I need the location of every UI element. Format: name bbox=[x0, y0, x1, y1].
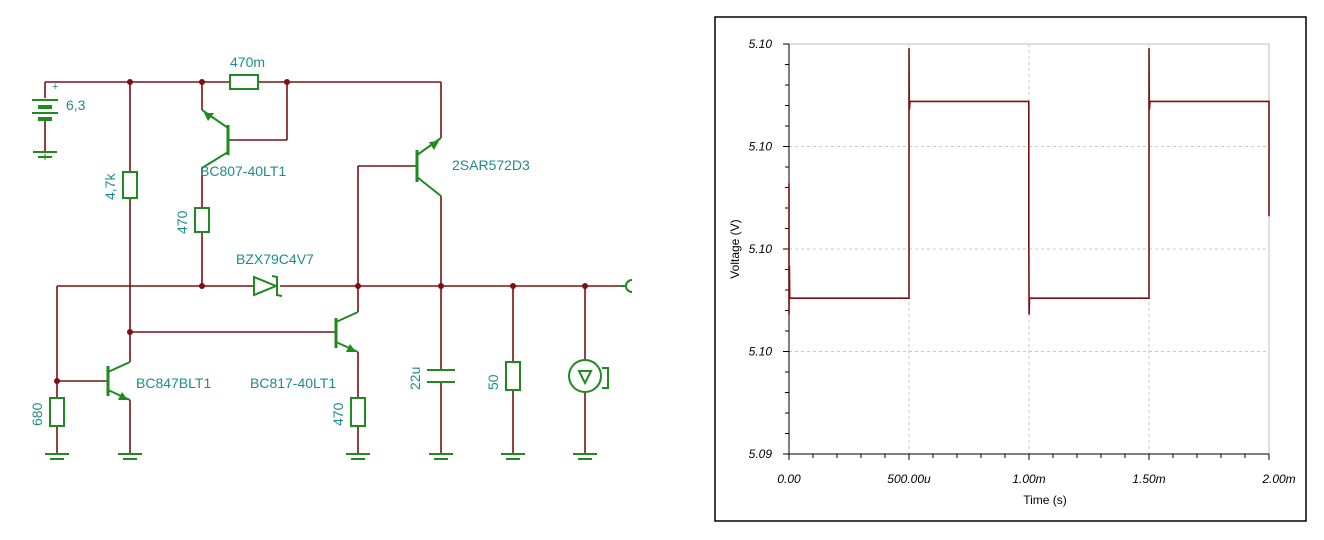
x-axis-label: Time (s) bbox=[1023, 493, 1067, 507]
resistor-4k7-label: 4,7k bbox=[102, 173, 118, 200]
chart-frame bbox=[714, 16, 1307, 522]
resistor-470-bottom-label: 470 bbox=[330, 402, 346, 426]
transistor-bc807-label: BC807-40LT1 bbox=[200, 163, 286, 179]
junction bbox=[355, 283, 361, 289]
y-tick-label: 5.09 bbox=[749, 447, 773, 461]
junction bbox=[127, 79, 133, 85]
ground-icon bbox=[346, 453, 370, 460]
ground-icon bbox=[501, 453, 525, 460]
x-tick-label: 1.50m bbox=[1132, 472, 1165, 486]
transistor-2sar572d3-label: 2SAR572D3 bbox=[452, 157, 530, 173]
transistor-bc817 bbox=[334, 311, 359, 353]
resistor-680-label: 680 bbox=[29, 402, 45, 426]
resistor-load-label: 50 bbox=[485, 374, 501, 390]
junction bbox=[199, 79, 205, 85]
resistor-sense-label: 470m bbox=[230, 54, 265, 70]
y-tick-label: 5.10 bbox=[749, 37, 773, 51]
zener-label: BZX79C4V7 bbox=[236, 251, 314, 267]
wires bbox=[44, 81, 620, 454]
resistor-680 bbox=[49, 397, 65, 427]
junctions bbox=[54, 79, 588, 384]
resistor-470-top-label: 470 bbox=[174, 210, 190, 234]
capacitor-symbol bbox=[427, 369, 455, 383]
ground-symbols bbox=[33, 151, 597, 460]
y-tick-label: 5.10 bbox=[749, 345, 773, 359]
transistor-bc847-label: BC847BLT1 bbox=[136, 375, 211, 391]
resistor-470-top bbox=[194, 207, 210, 233]
y-tick-label: 5.10 bbox=[749, 242, 773, 256]
x-tick-label: 500.00u bbox=[887, 472, 931, 486]
battery-symbol bbox=[32, 99, 58, 121]
x-tick-label: 1.00m bbox=[1012, 472, 1045, 486]
transistor-2sar572d3 bbox=[414, 137, 442, 197]
ground-icon bbox=[573, 453, 597, 460]
resistor-sense bbox=[229, 74, 259, 90]
resistor-470-bottom bbox=[350, 397, 366, 427]
battery-voltage-label: 6,3 bbox=[66, 97, 86, 113]
junction bbox=[199, 283, 205, 289]
junction bbox=[54, 378, 60, 384]
ground-icon bbox=[429, 453, 453, 460]
resistor-4k7 bbox=[122, 171, 138, 199]
y-axis-label: Voltage (V) bbox=[728, 219, 742, 278]
x-tick-labels: 0.00 500.00u 1.00m 1.50m 2.00m bbox=[777, 472, 1295, 486]
junction bbox=[582, 283, 588, 289]
y-tick-label: 5.10 bbox=[749, 140, 773, 154]
ground-icon bbox=[118, 453, 142, 460]
x-tick-label: 0.00 bbox=[777, 472, 801, 486]
schematic: + 6,3 470m 4,7k BC807-40LT1 bbox=[29, 54, 633, 460]
junction bbox=[127, 329, 133, 335]
resistor-load bbox=[505, 361, 521, 391]
transistor-bc817-label: BC817-40LT1 bbox=[250, 375, 336, 391]
junction bbox=[284, 79, 290, 85]
junction bbox=[510, 283, 516, 289]
transistor-bc847 bbox=[106, 361, 131, 401]
ground-icon bbox=[45, 453, 69, 460]
capacitor-label: 22u bbox=[407, 367, 423, 390]
junction bbox=[438, 283, 444, 289]
zener-diode bbox=[253, 275, 283, 297]
series-line bbox=[788, 48, 1270, 315]
output-terminal bbox=[620, 279, 633, 293]
transistor-bc807 bbox=[201, 109, 232, 169]
x-tick-label: 2.00m bbox=[1261, 472, 1295, 486]
voltmeter-icon bbox=[568, 359, 609, 393]
battery-plus: + bbox=[52, 81, 58, 93]
y-tick-labels: 5.09 5.10 5.10 5.10 5.10 bbox=[749, 37, 773, 461]
